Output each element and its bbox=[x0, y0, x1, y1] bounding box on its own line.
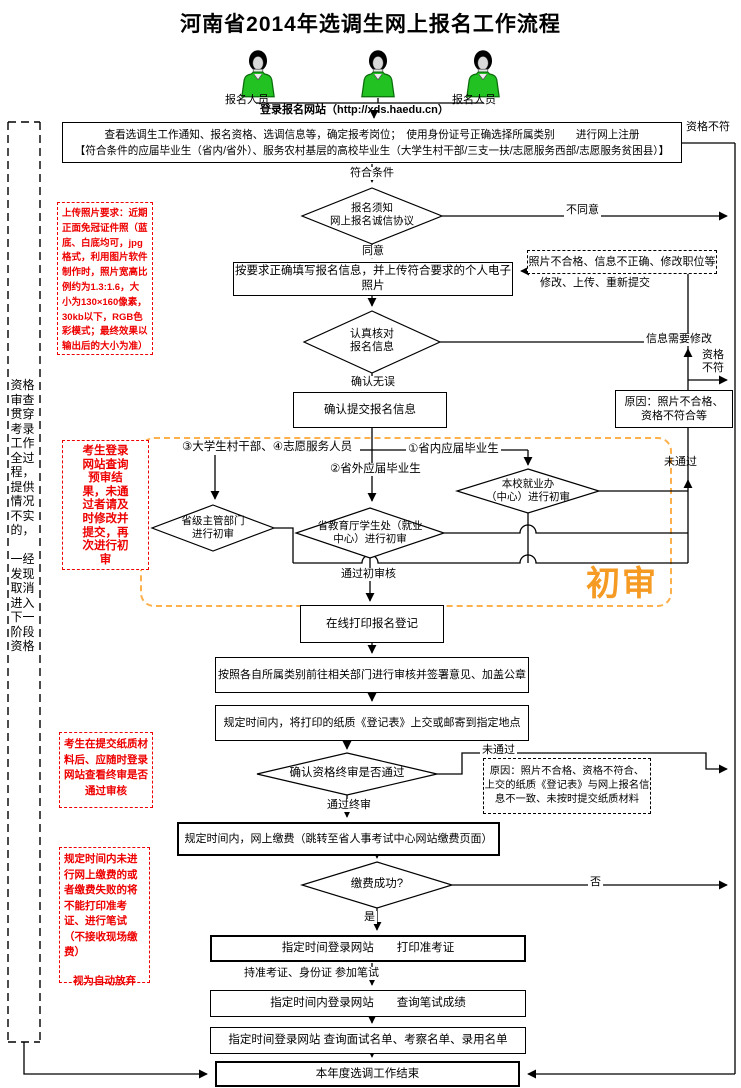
fill-info-box: 按要求正确填写报名信息，并上传符合要求的个人电子照片 bbox=[233, 262, 513, 296]
qualification-mismatch-top-label: 资格不符 bbox=[686, 121, 730, 133]
applicant-icon-right bbox=[466, 50, 500, 98]
disagree-label: 不同意 bbox=[564, 204, 601, 217]
submit-paper-box: 规定时间内，将打印的纸质《登记表》上交或邮寄到指定地点 bbox=[215, 705, 529, 741]
confirm-submit-box: 确认提交报名信息 bbox=[293, 392, 447, 428]
meets-conditions-label: 符合条件 bbox=[348, 167, 396, 180]
check-final-note: 考生在提交纸质材料后、应随时登录网站查看终审是否通过审核 bbox=[59, 732, 153, 808]
confirmed-label: 确认无误 bbox=[349, 376, 397, 389]
register-step-line1: 查看选调生工作通知、报名资格、选调信息等，确定报考岗位； 使用身份证号正确选择所… bbox=[104, 128, 640, 141]
query-lists-box: 指定时间登录网站 查询面试名单、考察名单、录用名单 bbox=[210, 1027, 526, 1054]
edu-dept-diamond-text: 省教育厅学生处（就业 中心）进行初审 bbox=[317, 520, 423, 545]
school-office-diamond-text: 本校就业办 （中心）进行初审 bbox=[486, 478, 570, 503]
initial-review-watermark: 初审 bbox=[586, 565, 658, 603]
initial-reject-reason-box: 原因：照片不合格、 资格不符合等 bbox=[615, 390, 733, 428]
no-label: 否 bbox=[588, 876, 603, 889]
photo-issues-box: 照片不合格、信息不正确、修改职位等 bbox=[527, 250, 717, 274]
school-office-review-diamond bbox=[454, 468, 602, 514]
supervision-note: 资格审查贯穿考录工作全过程，提供情况不实的， 一经发现取消进入下一阶段资格 bbox=[10, 378, 35, 653]
login-site-label: 登录报名网站（http://xds.haedu.cn） bbox=[260, 104, 449, 116]
not-passed-final-label: 未通过 bbox=[480, 744, 517, 757]
applicant-icon-left bbox=[241, 50, 275, 98]
query-preliminary-note: 考生登录 网站查询 预审结 果，未通 过者请及 时修改并 提交，再 次进行初 审 bbox=[62, 440, 149, 570]
final-review-decision-diamond bbox=[256, 752, 438, 796]
pay-deadline-note: 规定时间内未进行网上缴费的或者缴费失败的将不能打印准考证、进行笔试（不接收现场缴… bbox=[59, 847, 150, 987]
category-out-province-label: ②省外应届毕业生 bbox=[328, 463, 423, 476]
check-info-diamond-text: 认真核对 报名信息 bbox=[350, 328, 394, 353]
supervision-column-border bbox=[7, 121, 41, 1043]
page-title: 河南省2014年选调生网上报名工作流程 bbox=[180, 13, 561, 36]
query-written-box: 指定时间内登录网站 查询笔试成绩 bbox=[210, 990, 526, 1017]
category-village-volunteer-label: ③大学生村干部、④志愿服务人员 bbox=[180, 441, 355, 454]
qualification-mismatch-side-label: 资格 不符 bbox=[702, 349, 724, 374]
applicant-label-left: 报名人员 bbox=[225, 94, 269, 106]
check-info-decision-diamond bbox=[302, 310, 442, 374]
payment-diamond-text: 缴费成功? bbox=[350, 878, 404, 890]
print-ticket-box: 指定时间登录网站 打印准考证 bbox=[210, 935, 526, 962]
take-exam-label: 持准考证、身份证 参加笔试 bbox=[242, 967, 382, 980]
modify-resubmit-label: 修改、上传、重新提交 bbox=[538, 277, 652, 290]
payment-decision-diamond bbox=[299, 861, 455, 909]
end-box: 本年度选调工作结束 bbox=[215, 1061, 520, 1087]
not-passed-initial-label: 未通过 bbox=[664, 456, 697, 468]
edu-dept-review-diamond bbox=[294, 507, 446, 559]
pay-online-box: 规定时间内，网上缴费（跳转至省人事考试中心网站缴费页面） bbox=[177, 822, 500, 856]
applicant-label-right: 报名人员 bbox=[452, 94, 496, 106]
final-review-diamond-text: 确认资格终审是否通过 bbox=[289, 767, 405, 779]
notice-diamond-text: 报名须知 网上报名诚信协议 bbox=[330, 202, 414, 227]
print-form-box: 在线打印报名登记 bbox=[300, 605, 444, 643]
register-step-box: 查看选调生工作通知、报名资格、选调信息等，确定报考岗位； 使用身份证号正确选择所… bbox=[62, 122, 682, 163]
photo-requirements-note: 上传照片要求：近期正面免冠证件照（蓝底、白底均可，jpg格式，利用图片软件制作时… bbox=[57, 202, 153, 355]
yes-label: 是 bbox=[362, 911, 377, 924]
agree-label: 同意 bbox=[360, 245, 386, 258]
dept-review-box: 按照各自所属类别前往相关部门进行审核并签署意见、加盖公章 bbox=[215, 657, 529, 693]
provincial-dept-review-diamond bbox=[150, 504, 276, 552]
notice-decision-diamond bbox=[300, 187, 444, 245]
provincial-dept-diamond-text: 省级主管部门 进行初审 bbox=[181, 515, 245, 540]
info-needs-edit-label: 信息需要修改 bbox=[644, 333, 714, 346]
applicant-icon-middle bbox=[361, 50, 395, 98]
pay-deadline-text: 规定时间内未进行网上缴费的或者缴费失败的将不能打印准考证、进行笔试（不接收现场缴… bbox=[64, 853, 138, 958]
passed-initial-label: 通过初审核 bbox=[339, 568, 398, 581]
final-reject-reason-box: 原因：照片不合格、资格不符合、 上交的纸质《登记表》与网上报名信 息不一致、未按… bbox=[483, 758, 651, 814]
category-in-province-label: ①省内应届毕业生 bbox=[406, 443, 501, 456]
register-step-line2: 【符合条件的应届毕业生（省内/省外）、服务农村基层的高校毕业生（大学生村干部/三… bbox=[74, 144, 670, 157]
pay-deadline-footer: 视为自动放弃 bbox=[73, 974, 136, 987]
passed-final-label: 通过终审 bbox=[325, 799, 373, 812]
